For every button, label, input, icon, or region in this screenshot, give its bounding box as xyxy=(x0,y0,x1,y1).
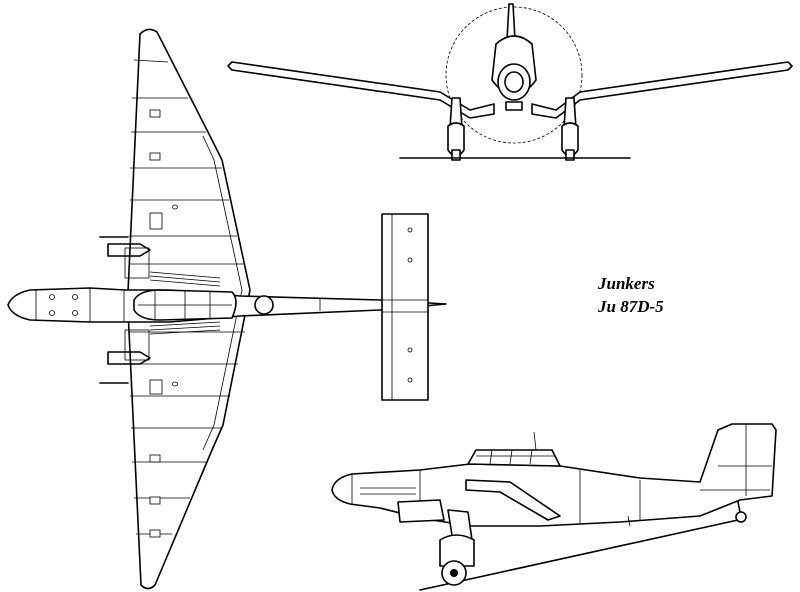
front-view-landing-gear xyxy=(447,97,579,161)
aircraft-caption: Junkers Ju 87D-5 xyxy=(598,272,664,318)
manufacturer-label: Junkers xyxy=(598,274,655,293)
side-view-fuselage xyxy=(331,423,777,527)
propeller-disc xyxy=(445,6,583,144)
front-view-wing-right xyxy=(531,61,793,119)
front-view-wing-left xyxy=(227,61,495,119)
top-view-tailplane xyxy=(381,213,429,401)
side-view xyxy=(331,423,777,591)
top-view xyxy=(7,28,447,590)
model-label: Ju 87D-5 xyxy=(598,297,664,316)
side-view-landing-gear xyxy=(439,509,475,586)
front-view xyxy=(227,3,793,161)
